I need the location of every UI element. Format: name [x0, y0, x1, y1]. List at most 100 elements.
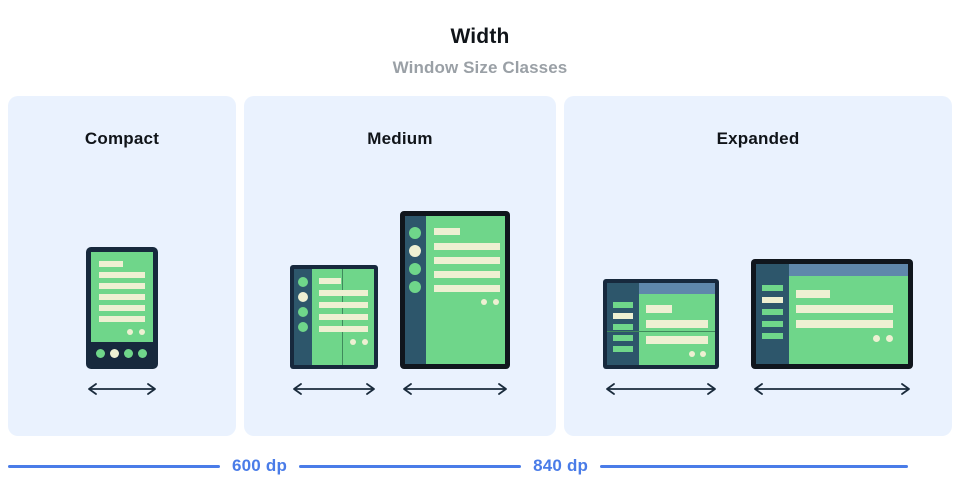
- content-line: [434, 228, 460, 235]
- content-line: [646, 320, 708, 328]
- panel-title-medium: Medium: [367, 129, 433, 148]
- navigation-rail: [405, 216, 426, 364]
- rail-dot: [409, 263, 421, 275]
- nav-dot: [124, 349, 133, 358]
- device-stage-expanded: [564, 259, 952, 396]
- content-dot: [700, 351, 706, 357]
- device-foldable-portrait: [290, 265, 378, 369]
- content-line: [646, 336, 708, 344]
- device-column-foldable-landscape: [603, 279, 719, 396]
- rail-item: [613, 324, 633, 330]
- foldable-portrait-screen: [294, 269, 374, 365]
- rail-item: [762, 321, 783, 327]
- rail-dot: [409, 227, 421, 239]
- page-subtitle: Window Size Classes: [392, 58, 568, 77]
- content-dot: [689, 351, 695, 357]
- panel-title-expanded: Expanded: [716, 129, 800, 148]
- content-line: [434, 243, 500, 250]
- width-arrow-icon: [88, 383, 156, 395]
- rail-dot: [298, 277, 308, 287]
- page-title: Width: [450, 25, 510, 48]
- content-line: [99, 316, 145, 322]
- content-dot: [873, 335, 880, 342]
- device-tablet-portrait: [400, 211, 510, 369]
- rail-item-active: [613, 313, 633, 319]
- device-column-tablet-portrait: [400, 211, 510, 396]
- rail-item: [762, 309, 783, 315]
- content-line: [99, 294, 145, 300]
- content-line: [796, 305, 893, 313]
- content-dot: [481, 299, 487, 305]
- page-header: Width Window Size Classes: [0, 0, 960, 96]
- content-line: [434, 271, 500, 278]
- phone-screen: [91, 252, 153, 342]
- size-class-panels: Compact: [8, 96, 952, 436]
- content-line: [99, 261, 123, 267]
- width-arrow-icon: [754, 383, 910, 395]
- fold-seam: [607, 331, 715, 332]
- device-column-phone: [85, 247, 159, 396]
- rail-dot: [298, 322, 308, 332]
- device-tablet-landscape: [751, 259, 913, 369]
- content-dot: [362, 339, 368, 345]
- rail-dot-active: [409, 245, 421, 257]
- width-arrow-icon: [606, 383, 716, 395]
- app-top-bar: [756, 264, 908, 276]
- content-dot: [139, 329, 145, 335]
- width-arrow-icon: [403, 383, 507, 395]
- content-line: [796, 320, 893, 328]
- content-line: [319, 326, 368, 332]
- content-dot: [127, 329, 133, 335]
- nav-dot-active: [110, 349, 119, 358]
- tablet-portrait-screen: [405, 216, 505, 364]
- panel-compact: Compact: [8, 96, 236, 436]
- tablet-landscape-screen: [756, 264, 908, 364]
- navigation-rail: [294, 269, 312, 365]
- scale-rule: [8, 464, 220, 468]
- device-phone: [86, 247, 158, 369]
- nav-dot: [96, 349, 105, 358]
- rail-item-active: [762, 297, 783, 303]
- device-stage-medium: [244, 211, 556, 396]
- rail-item: [613, 335, 633, 341]
- device-foldable-landscape: [603, 279, 719, 369]
- foldable-landscape-screen: [607, 283, 715, 365]
- rail-dot: [409, 281, 421, 293]
- content-dot: [350, 339, 356, 345]
- device-column-foldable-portrait: [290, 265, 378, 396]
- navigation-rail: [607, 283, 639, 365]
- app-top-bar: [607, 283, 715, 294]
- content-line: [99, 283, 145, 289]
- content-line: [319, 314, 368, 320]
- content-line: [796, 290, 830, 298]
- device-column-tablet-landscape: [751, 259, 913, 396]
- breakpoint-scale: 600 dp 840 dp: [8, 456, 952, 476]
- device-stage-compact: [8, 247, 236, 396]
- navigation-rail: [756, 264, 789, 364]
- rail-item: [762, 285, 783, 291]
- content-line: [319, 290, 368, 296]
- content-line: [99, 305, 145, 311]
- rail-item: [613, 302, 633, 308]
- nav-dot: [138, 349, 147, 358]
- content-line: [319, 302, 368, 308]
- scale-rule: [299, 464, 522, 468]
- panel-expanded: Expanded: [564, 96, 952, 436]
- phone-bottom-nav: [91, 342, 153, 364]
- content-dot: [886, 335, 893, 342]
- panel-title-compact: Compact: [84, 129, 160, 148]
- content-line: [434, 257, 500, 264]
- rail-dot: [298, 307, 308, 317]
- panel-medium: Medium: [244, 96, 556, 436]
- rail-item: [762, 333, 783, 339]
- content-line: [434, 285, 500, 292]
- breakpoint-label-840: 840 dp: [533, 456, 589, 475]
- breakpoint-label-600: 600 dp: [232, 456, 288, 475]
- scale-rule: [600, 464, 909, 468]
- content-line: [99, 272, 145, 278]
- rail-dot-active: [298, 292, 308, 302]
- content-dot: [493, 299, 499, 305]
- width-arrow-icon: [293, 383, 375, 395]
- content-line: [646, 305, 672, 313]
- rail-item: [613, 346, 633, 352]
